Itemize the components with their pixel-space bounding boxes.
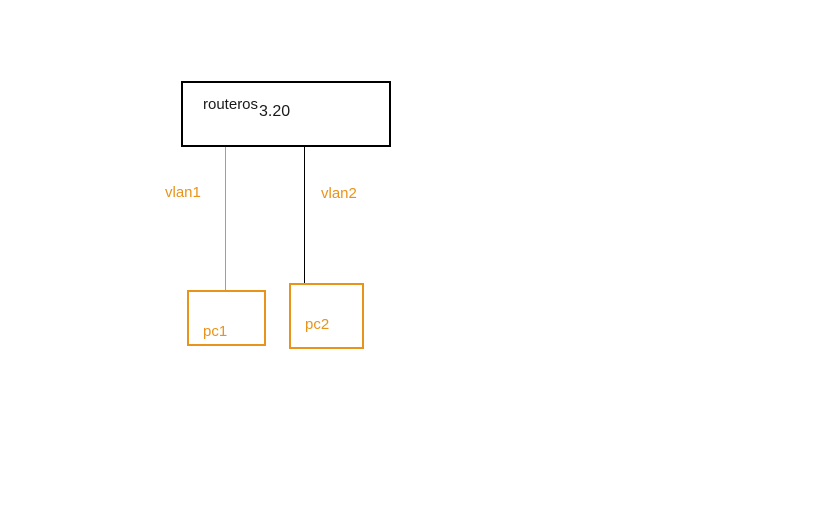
link-label-vlan2: vlan2 [321,185,357,202]
link-label-vlan1: vlan1 [165,184,201,201]
router-name-label: routeros [203,96,259,113]
host-node-pc2[interactable]: pc2 [289,283,364,349]
router-node[interactable]: routeros 3.20 [181,81,391,147]
host-label-pc1: pc1 [203,323,228,340]
link-line-vlan1 [225,147,226,290]
router-version-label: 3.20 [259,103,291,120]
host-node-pc1[interactable]: pc1 [187,290,266,346]
router-label-group: routeros 3.20 [203,96,290,120]
link-line-vlan2 [304,147,305,283]
host-label-pc2: pc2 [305,316,330,333]
